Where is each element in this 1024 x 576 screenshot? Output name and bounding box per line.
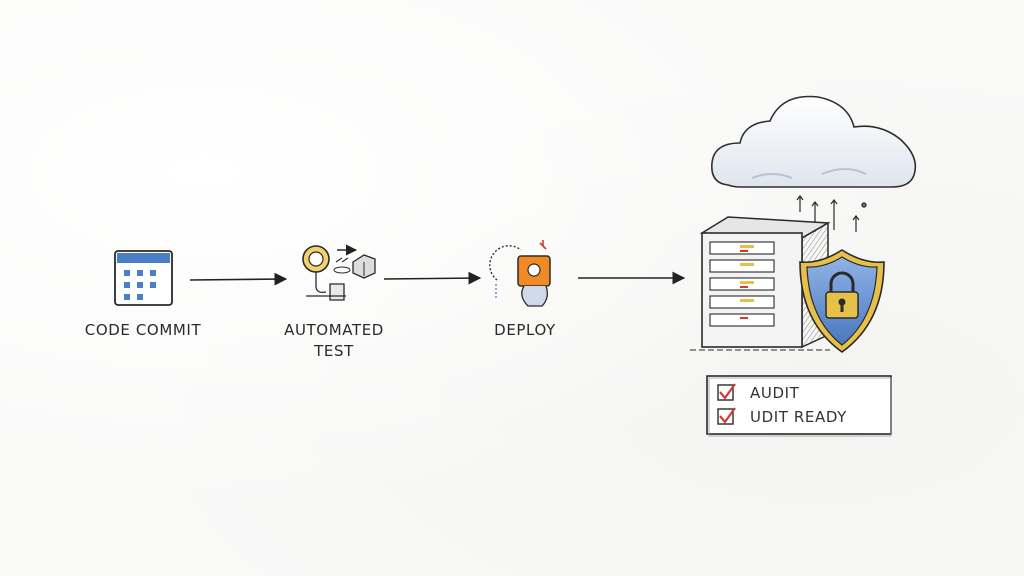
test-rig-icon	[302, 244, 376, 301]
check-mark-icon	[719, 383, 736, 400]
deploy-hand-icon	[489, 240, 551, 307]
checkbox-udit-ready[interactable]	[717, 408, 734, 425]
calendar-icon	[114, 250, 173, 306]
check-mark-icon	[719, 407, 736, 424]
flow-arrow	[189, 272, 288, 286]
step-label-automated-test: AUTOMATED TEST	[272, 320, 396, 362]
checklist-box	[706, 375, 892, 437]
security-shield-icon	[799, 249, 885, 353]
step-label-code-commit: CODE COMMIT	[84, 321, 202, 339]
step-label-line: AUTOMATED	[284, 321, 384, 339]
checklist-item-label: UDIT READY	[750, 408, 847, 426]
checkbox-audit[interactable]	[717, 384, 734, 401]
cloud-icon	[711, 95, 917, 188]
step-label-line: TEST	[314, 342, 354, 360]
step-label-deploy: DEPLOY	[494, 321, 556, 339]
server-rack-icon	[690, 216, 831, 351]
checklist-item-label: AUDIT	[750, 384, 800, 402]
flow-arrow	[383, 271, 482, 285]
